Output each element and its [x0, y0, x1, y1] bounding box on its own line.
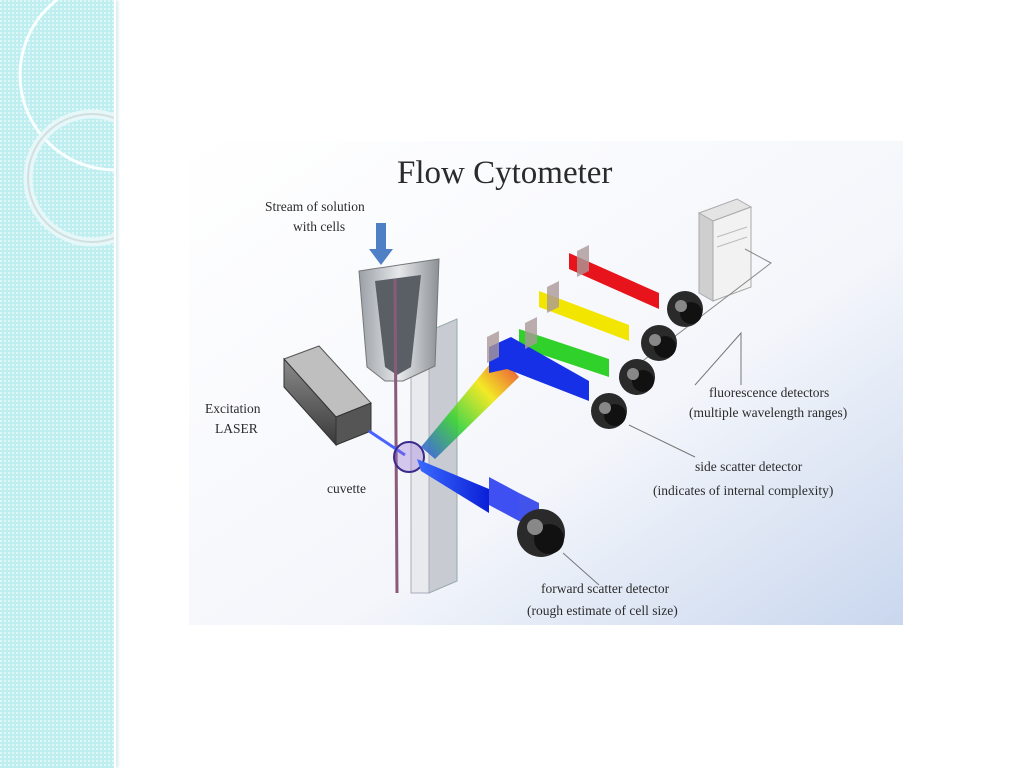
side-scatter-label-line1: side scatter detector — [695, 459, 803, 474]
yellow-beam — [539, 291, 629, 341]
decorative-rings — [18, 0, 114, 247]
forward-scatter-label-line1: forward scatter detector — [541, 581, 670, 596]
green-beam — [519, 329, 609, 377]
leader-line — [628, 424, 696, 458]
cuvette-marker — [393, 441, 425, 473]
forward-scatter-beam — [417, 459, 489, 513]
red-beam — [569, 253, 659, 309]
stream-label-line1: Stream of solution — [265, 199, 365, 214]
stream-arrow-icon — [369, 223, 393, 265]
diagram-title: Flow Cytometer — [397, 155, 612, 191]
computer-icon — [697, 198, 753, 302]
sidebar-decoration — [0, 0, 116, 768]
laser-label-line1: Excitation — [205, 401, 261, 416]
laser-icon — [283, 345, 372, 447]
forward-scatter-label-line2: (rough estimate of cell size) — [527, 603, 678, 618]
mirror — [487, 331, 499, 363]
fluorescence-fan — [421, 353, 519, 459]
blue-beam — [489, 337, 589, 401]
stream-label-line2: with cells — [293, 219, 345, 234]
laser-label-line2: LASER — [215, 421, 258, 436]
detector-icon — [619, 359, 655, 395]
flow-cytometer-diagram: Flow Cytometer — [189, 141, 903, 625]
mirror — [525, 317, 537, 349]
detector-icon — [591, 393, 627, 429]
detector-icon — [667, 291, 703, 327]
detector-icon — [641, 325, 677, 361]
fluorescence-label-line2: (multiple wavelength ranges) — [689, 405, 847, 420]
mirror — [577, 245, 589, 277]
cuvette-label: cuvette — [327, 481, 366, 496]
leader-line — [694, 331, 742, 386]
leader-line — [562, 552, 600, 586]
forward-scatter-detector-icon — [517, 509, 565, 557]
mirror — [547, 281, 559, 313]
side-scatter-label-line2: (indicates of internal complexity) — [653, 483, 833, 498]
fluorescence-label-line1: fluorescence detectors — [709, 385, 829, 400]
laser-beam — [368, 429, 406, 457]
